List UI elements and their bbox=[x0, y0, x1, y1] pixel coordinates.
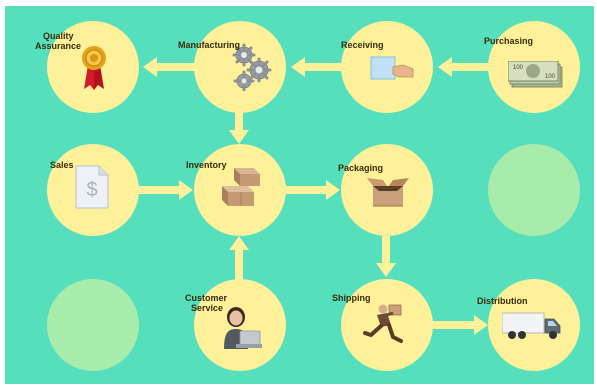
arrow-receiving-to-manufacturing bbox=[291, 57, 345, 77]
arrow-purchasing-to-receiving bbox=[438, 57, 492, 77]
label-packaging: Packaging bbox=[338, 163, 384, 173]
arrow-sales-to-inventory bbox=[139, 180, 193, 200]
arrow-manufacturing-to-quality bbox=[143, 57, 198, 77]
truck-icon bbox=[502, 312, 561, 339]
label-shipping: Shipping bbox=[332, 293, 371, 303]
arrow-manufacturing-to-inventory bbox=[229, 112, 249, 144]
arrow-shipping-to-distribution bbox=[432, 315, 488, 335]
label-receiving: Receiving bbox=[341, 40, 384, 50]
label-quality-assurance: Quality Assurance bbox=[35, 31, 82, 51]
connectors bbox=[139, 57, 492, 335]
label-customer-service: Customer Service bbox=[185, 293, 228, 313]
boxes-icon bbox=[222, 168, 260, 206]
label-sales: Sales bbox=[50, 160, 74, 170]
label-purchasing: Purchasing bbox=[484, 36, 534, 46]
node-packaging[interactable] bbox=[341, 144, 433, 236]
label-manufacturing: Manufacturing bbox=[178, 40, 240, 50]
empty-node-left bbox=[47, 279, 139, 371]
open-box-icon bbox=[367, 178, 409, 207]
diagram-canvas: Quality Assurance Manufacturing bbox=[5, 6, 594, 384]
arrow-inventory-to-packaging bbox=[285, 180, 340, 200]
label-distribution: Distribution bbox=[477, 296, 528, 306]
arrow-packaging-to-shipping bbox=[376, 236, 396, 277]
node-receiving[interactable] bbox=[341, 21, 433, 113]
node-purchasing[interactable]: 100 100 bbox=[488, 21, 580, 113]
award-ribbon-icon bbox=[82, 46, 106, 90]
node-inventory[interactable] bbox=[194, 144, 286, 236]
hand-paper-icon bbox=[370, 56, 414, 80]
support-agent-icon bbox=[224, 307, 262, 349]
node-distribution[interactable] bbox=[488, 279, 580, 371]
arrow-customer-service-to-inventory bbox=[229, 236, 249, 281]
dollar-document-icon: $ bbox=[75, 165, 109, 209]
node-shipping[interactable] bbox=[341, 279, 433, 371]
empty-node-right bbox=[488, 144, 580, 236]
svg-text:100: 100 bbox=[513, 65, 524, 71]
svg-text:$: $ bbox=[86, 179, 97, 201]
courier-icon bbox=[363, 304, 403, 343]
gears-icon bbox=[232, 43, 272, 91]
money-icon: 100 100 bbox=[508, 61, 563, 88]
node-sales[interactable]: $ bbox=[47, 144, 139, 236]
node-manufacturing[interactable] bbox=[194, 21, 286, 113]
node-customer-service[interactable] bbox=[194, 279, 286, 371]
svg-text:100: 100 bbox=[545, 74, 556, 80]
node-quality-assurance[interactable] bbox=[47, 21, 139, 113]
label-inventory: Inventory bbox=[186, 160, 227, 170]
